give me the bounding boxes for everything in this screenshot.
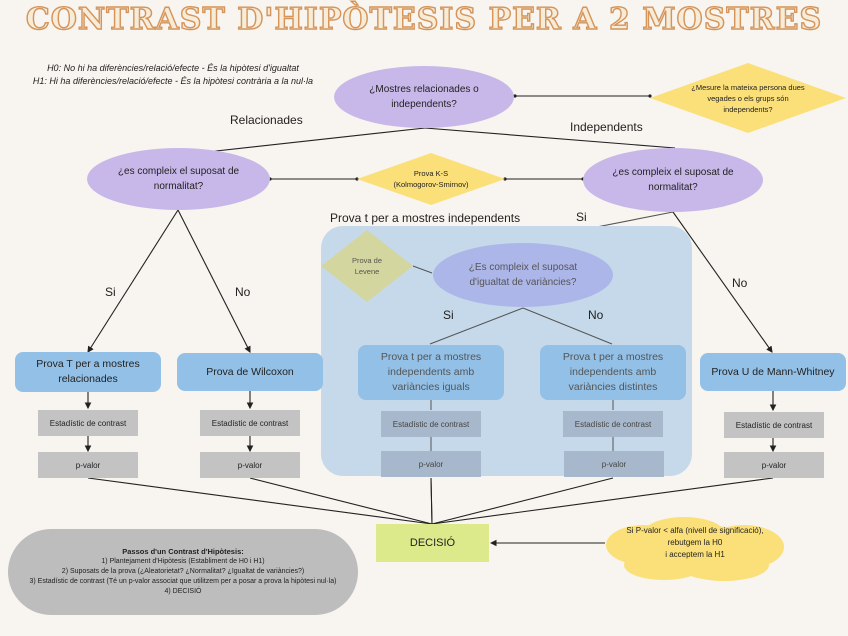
yes-label-right: Si xyxy=(576,210,587,224)
pvalue-box-paired[interactable]: p-valor xyxy=(38,452,138,478)
ks-test-line2: (Kolmogorov-Smirnov) xyxy=(393,180,469,189)
variance-yes-label: Si xyxy=(443,308,454,322)
pvalue-box-unequal-var[interactable]: p-valor xyxy=(564,451,664,477)
mann-whitney-test-box[interactable]: Prova U de Mann-Whitney xyxy=(700,353,846,391)
ks-test-line1: Prova K-S xyxy=(413,169,449,178)
normality-question-left-text: ¿es compleix el suposat de normalitat? xyxy=(117,166,240,192)
decision-rule-text: Si P-valor < alfa (nivell de significaci… xyxy=(604,525,786,561)
variance-question-text: ¿Es compleix el suposat d'igualtat de va… xyxy=(468,262,578,288)
decision-rule-line1: Si P-valor < alfa (nivell de significaci… xyxy=(626,526,764,535)
decision-rule-cloud[interactable]: Si P-valor < alfa (nivell de significaci… xyxy=(604,515,786,583)
wilcoxon-test-box[interactable]: Prova de Wilcoxon xyxy=(177,353,323,391)
no-label-right: No xyxy=(732,276,748,290)
step-item: 3) Estadístic de contrast (Té un p-valor… xyxy=(29,578,337,585)
root-hint-diamond[interactable]: ¿Mesure la mateixa persona dues vegades … xyxy=(650,63,846,133)
h0-text: H0: No hi ha diferències/relació/efecte … xyxy=(47,63,299,73)
hypotheses: H0: No hi ha diferències/relació/efecte … xyxy=(8,62,338,88)
root-question-node[interactable]: ¿Mostres relacionades o independents? xyxy=(334,66,514,128)
ks-test-diamond[interactable]: Prova K-S (Kolmogorov-Smirnov) xyxy=(357,153,505,205)
pvalue-box-mann-whitney[interactable]: p-valor xyxy=(724,452,824,478)
diamond-shape xyxy=(321,230,413,302)
h1-text: H1: Hi ha diferències/relació/efecte - É… xyxy=(32,76,314,86)
decision-box[interactable]: DECISIÓ xyxy=(376,524,489,562)
pvalue-box-equal-var[interactable]: p-valor xyxy=(381,451,481,477)
branch-label-related: Relacionades xyxy=(230,113,303,127)
yes-label-left: Si xyxy=(105,285,116,299)
t-unequal-variance-text: Prova t per a mostres independents amb v… xyxy=(562,351,664,393)
normality-question-right-text: ¿es compleix el suposat de normalitat? xyxy=(612,167,734,193)
paired-t-test-box[interactable]: Prova T per a mostres relacionades xyxy=(15,352,161,392)
t-equal-variance-box[interactable]: Prova t per a mostres independents amb v… xyxy=(358,345,504,400)
diamond-shape xyxy=(650,63,846,133)
steps-box: Passos d'un Contrast d'Hipòtesis: 1) Pla… xyxy=(8,529,358,615)
cloud-shape xyxy=(606,517,784,581)
decision-rule-line3: i acceptem la H1 xyxy=(665,550,725,559)
root-question-text: ¿Mostres relacionades o independents? xyxy=(369,84,479,110)
levene-text: Prova de Levene xyxy=(351,256,383,276)
paired-t-test-text: Prova T per a mostres relacionades xyxy=(36,358,140,385)
stat-box-unequal-var[interactable]: Estadístic de contrast xyxy=(563,411,663,437)
stat-box-paired[interactable]: Estadístic de contrast xyxy=(38,410,138,436)
step-item: 2) Suposats de la prova (¿Aleatorietat? … xyxy=(61,568,305,575)
branch-label-independent: Independents xyxy=(570,120,643,134)
t-equal-variance-text: Prova t per a mostres independents amb v… xyxy=(380,351,482,393)
stat-box-wilcoxon[interactable]: Estadístic de contrast xyxy=(200,410,300,436)
steps-title: Passos d'un Contrast d'Hipòtesis: xyxy=(122,547,244,556)
diamond-shape xyxy=(357,153,505,205)
t-unequal-variance-box[interactable]: Prova t per a mostres independents amb v… xyxy=(540,345,686,400)
independent-panel-title: Prova t per a mostres independents xyxy=(330,211,521,225)
ks-test-text: Prova K-S (Kolmogorov-Smirnov) xyxy=(393,168,468,190)
step-item: 1) Plantejament d'Hipòtesis (Establiment… xyxy=(101,558,265,565)
mann-whitney-test-text: Prova U de Mann-Whitney xyxy=(711,365,835,378)
normality-question-right[interactable]: ¿es compleix el suposat de normalitat? xyxy=(583,148,763,212)
no-label-left: No xyxy=(235,285,251,299)
pvalue-box-wilcoxon[interactable]: p-valor xyxy=(200,452,300,478)
variance-no-label: No xyxy=(588,308,604,322)
levene-test-diamond[interactable]: Prova de Levene xyxy=(321,230,413,302)
page-title: CONTRAST D'HIPÒTESIS PER A 2 MOSTRES xyxy=(25,1,823,37)
stat-box-mann-whitney[interactable]: Estadístic de contrast xyxy=(724,412,824,438)
decision-rule-line2: rebutgem la H0 xyxy=(667,538,723,547)
normality-question-left[interactable]: ¿es compleix el suposat de normalitat? xyxy=(87,148,270,210)
wilcoxon-test-text: Prova de Wilcoxon xyxy=(206,365,294,378)
root-hint-text: ¿Mesure la mateixa persona dues vegades … xyxy=(691,82,805,114)
stat-box-equal-var[interactable]: Estadístic de contrast xyxy=(381,411,481,437)
step-item: 4) DECISIÓ xyxy=(164,588,202,595)
variance-question-node[interactable]: ¿Es compleix el suposat d'igualtat de va… xyxy=(433,243,613,307)
